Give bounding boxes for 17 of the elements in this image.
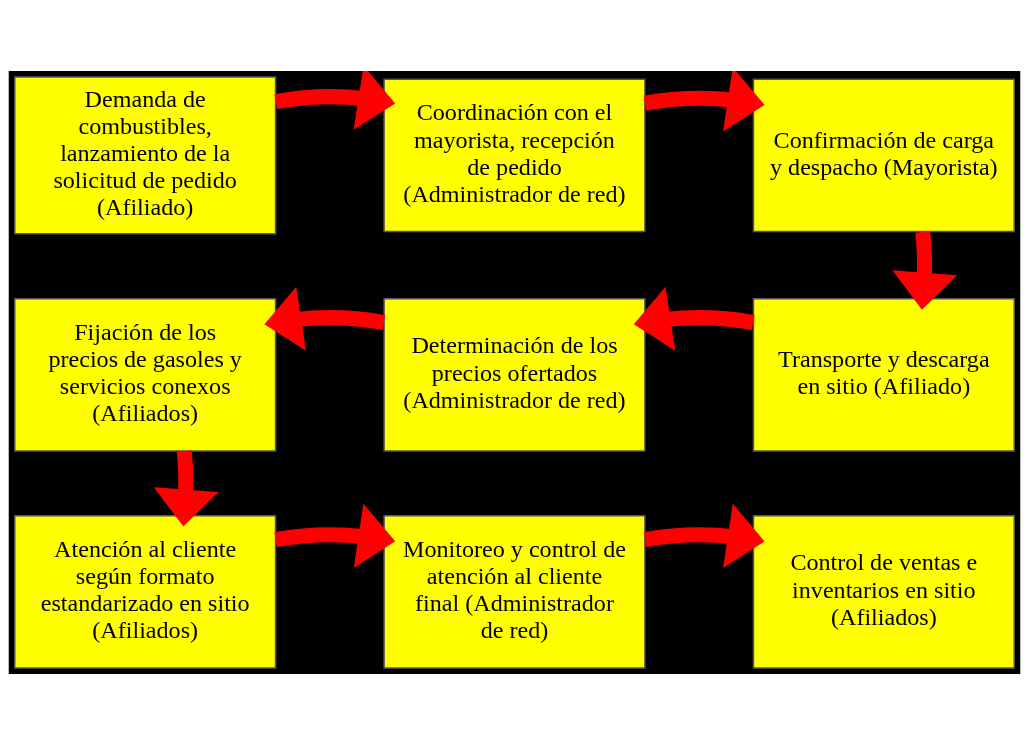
node-box: Transporte y descarga en sitio (Afiliado) — [752, 297, 1015, 452]
node-box: Determinación de los precios ofertados (Administrador de red) — [383, 297, 646, 452]
node-box: Confirmación de carga y despacho (Mayorista) — [752, 78, 1015, 232]
arrow — [633, 286, 755, 351]
node-box: Fijación de los precios de gasoles y servicios conexos (Afiliados) — [14, 297, 277, 452]
arrow — [274, 70, 396, 130]
arrow — [643, 503, 765, 568]
arrow — [643, 70, 765, 131]
node-box: Control de ventas e inventarios en sitio (Afiliados) — [752, 514, 1015, 669]
node-box: Atención al cliente según formato estandarizado en sitio (Afiliados) — [14, 514, 277, 669]
arrow — [892, 230, 958, 310]
node-box: Demanda de combustibles, lanzamiento de la solicitud de pedido (Afiliado) — [14, 75, 277, 235]
arrow — [264, 286, 386, 351]
arrow — [153, 449, 219, 527]
node-box: Monitoreo y control de atención al cliente final (Administrador de red) — [383, 514, 646, 669]
arrow — [274, 503, 396, 568]
node-box: Coordinación con el mayorista, recepción de pedido (Administrador de red) — [383, 78, 646, 232]
